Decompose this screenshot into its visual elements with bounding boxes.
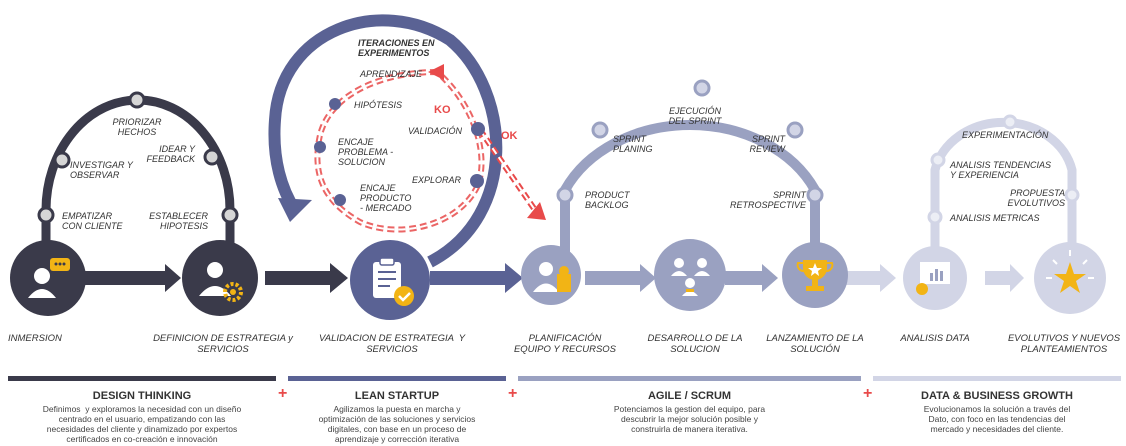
ko-label: KO	[434, 104, 451, 116]
arrow-dt-2	[265, 263, 348, 293]
data-step-propuesta: PROPUESTA EVOLUTIVOS	[1007, 188, 1065, 208]
lean-step-dots	[314, 98, 485, 206]
iteration-loop-arrowhead	[428, 64, 444, 80]
agile-arch	[560, 120, 820, 262]
agile-description: Potenciamos la gestion del equipo, para …	[613, 404, 766, 434]
data-title: DATA & BUSINESS GROWTH	[921, 390, 1073, 402]
team-plan-icon	[533, 262, 571, 292]
data-step-experimentacion: EXPERIMENTACIÓN	[962, 130, 1049, 140]
stage-planificacion: PLANIFICACIÓN EQUIPO Y RECURSOS	[513, 333, 617, 355]
agile-step-backlog: PRODUCT BACKLOG	[585, 190, 630, 210]
lean-startup-description: Agilizamos la puesta en marcha y optimiz…	[318, 404, 476, 444]
iteration-loop-inner	[316, 71, 483, 231]
design-thinking-title: DESIGN THINKING	[92, 390, 192, 402]
desarrollo-circle	[654, 239, 726, 311]
agile-title: AGILE / SCRUM	[647, 390, 732, 402]
lean-step-aprendizaje: APRENDIZAJE	[360, 69, 423, 79]
planificacion-circle	[521, 245, 581, 305]
agile-step-dots	[556, 79, 824, 204]
lean-loop-arrowhead	[278, 198, 312, 222]
dt-step-idear: IDEAR Y FEEDBACK	[146, 144, 195, 164]
stage-validacion: VALIDACION DE ESTRATEGIA Y SERVICIOS	[318, 333, 466, 355]
lean-loop-title: ITERACIONES EN EXPERIMENTOS	[358, 38, 435, 58]
stage-desarrollo: DESARROLLO DE LA SOLUCION	[647, 333, 743, 355]
arrow-lean	[430, 263, 523, 293]
trophy-icon	[796, 260, 834, 291]
lean-startup-title: LEAN STARTUP	[354, 390, 440, 402]
arrow-agile-2	[725, 264, 778, 292]
stage-evolutivos: EVOLUTIVOS Y NUEVOS PLANTEAMIENTOS	[1007, 333, 1121, 355]
lean-startup-bar	[288, 376, 506, 381]
stage-inmersion: INMERSION	[8, 333, 62, 344]
data-step-dots	[927, 114, 1080, 225]
arrow-data	[985, 264, 1024, 292]
plus-icon-1: +	[278, 385, 288, 402]
plus-icon-2: +	[508, 385, 518, 402]
estrategia-circle	[182, 240, 258, 316]
data-step-tendencias: ANALISIS TENDENCIAS Y EXPERIENCIA	[950, 160, 1052, 180]
agile-step-ejecucion: EJECUCIÓN DEL SPRINT	[668, 106, 722, 126]
lean-step-encaje-producto: ENCAJE PRODUCTO - MERCADO	[360, 183, 412, 213]
agile-bar	[518, 376, 861, 381]
star-burst-icon	[1046, 250, 1094, 293]
arrow-agile-3	[845, 264, 896, 292]
data-bar	[873, 376, 1121, 381]
agile-step-retrospective: SPRINT RETROSPECTIVE	[729, 190, 806, 210]
design-thinking-bar	[8, 376, 276, 381]
stage-estrategia: DEFINICION DE ESTRATEGIA y SERVICIOS	[153, 333, 293, 355]
design-thinking-step-dots	[37, 91, 239, 224]
arrow-agile-1	[585, 264, 656, 292]
chart-board-icon	[916, 262, 950, 295]
people-chat-icon	[28, 258, 70, 298]
plus-icon-3: +	[863, 385, 873, 402]
agile-step-review: SPRINT REVIEW	[749, 134, 785, 154]
arrow-dt-1	[80, 264, 181, 292]
ok-label: OK	[501, 130, 518, 142]
lean-step-explorar: EXPLORAR	[412, 175, 462, 185]
clipboard-check-icon	[373, 257, 414, 306]
data-description: Evolucionamos la solución a través del D…	[923, 404, 1071, 434]
dt-step-empatizar: EMPATIZAR CON CLIENTE	[62, 211, 123, 231]
lean-loop-arc	[268, 14, 503, 268]
agile-step-planing: SPRINT PLANING	[613, 134, 653, 154]
lean-step-validacion: VALIDACIÓN	[408, 126, 463, 136]
data-step-metricas: ANALISIS METRICAS	[950, 213, 1040, 223]
stage-lanzamiento: LANZAMIENTO DE LA SOLUCIÓN	[766, 333, 864, 355]
dt-step-investigar: INVESTIGAR Y OBSERVAR	[70, 160, 133, 180]
lean-step-hipotesis: HIPÓTESIS	[354, 100, 403, 110]
stage-analisis: ANALISIS DATA	[900, 333, 970, 344]
lean-step-encaje-problema: ENCAJE PROBLEMA - SOLUCION	[338, 137, 394, 167]
design-thinking-description: Definimos y exploramos la necesidad con …	[42, 404, 242, 444]
dt-step-hipotesis: ESTABLECER HIPOTESIS	[149, 211, 208, 231]
dt-step-priorizar: PRIORIZAR HECHOS	[112, 117, 162, 137]
person-gear-icon	[199, 262, 243, 302]
team-icon	[671, 258, 710, 296]
